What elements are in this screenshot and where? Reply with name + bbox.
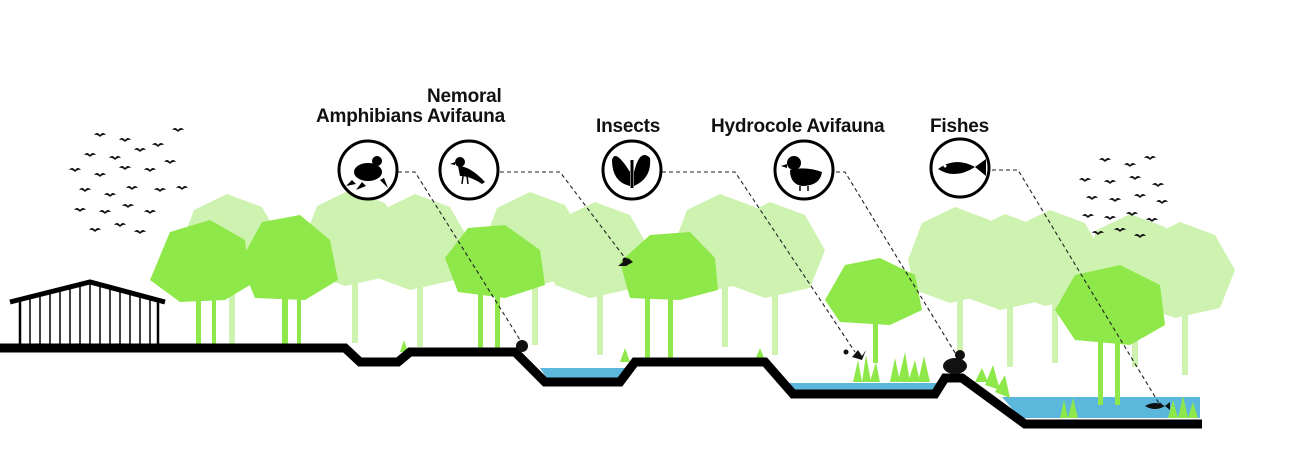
- fish-icon: [938, 159, 986, 176]
- butterfly-small-icon: [852, 350, 866, 360]
- foreground-trees: [150, 215, 1165, 405]
- reeds: [400, 340, 1198, 418]
- butterfly-icon: [612, 155, 651, 188]
- bird-icon-badge: [438, 139, 500, 201]
- duck-icon: [781, 156, 822, 191]
- bird-icon: [450, 157, 485, 185]
- bird-flock-left: [69, 128, 188, 234]
- label-nemoral-line2: Avifauna: [427, 106, 505, 127]
- frog-icon: [346, 156, 388, 190]
- label-nemoral-line1: Nemoral: [427, 86, 502, 107]
- ground-profile: [0, 343, 1202, 429]
- label-hydrocole: Hydrocole Avifauna: [711, 116, 885, 137]
- scene-animals: [516, 257, 1170, 410]
- frog-small-icon: [516, 340, 528, 352]
- duck-small-icon: [943, 350, 967, 374]
- leader-lines: [398, 169, 1161, 406]
- label-fishes: Fishes: [930, 116, 989, 137]
- fish-icon-badge: [929, 137, 991, 199]
- fish-small-icon: [1145, 402, 1170, 410]
- label-amphibians: Amphibians: [316, 106, 423, 127]
- label-insects: Insects: [596, 116, 661, 137]
- frog-icon-badge: [337, 139, 399, 201]
- building: [9, 279, 166, 348]
- butterfly-icon-badge: [601, 139, 663, 201]
- duck-icon-badge: [773, 139, 835, 201]
